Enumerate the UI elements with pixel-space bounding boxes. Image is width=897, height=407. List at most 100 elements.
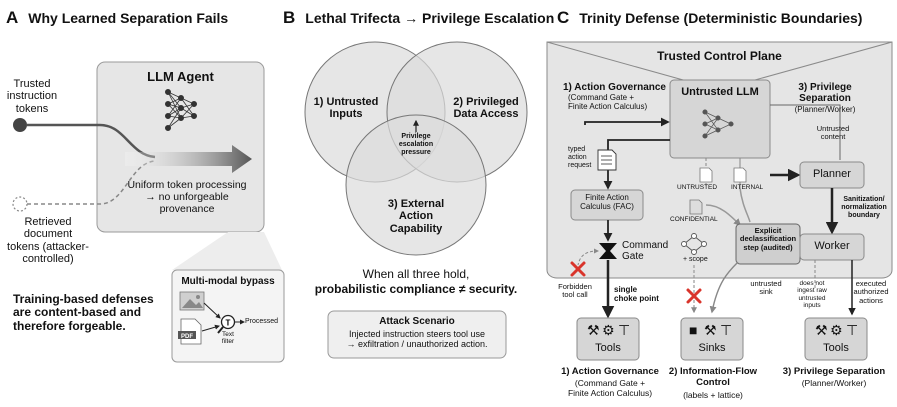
svg-text:⚒: ⚒ [704,322,717,338]
forbidden-x-icon [570,261,586,277]
circle-privileged-data-label: 2) Privileged Data Access [453,96,519,121]
blocked-x-icon [686,288,702,304]
panel-c-title: C Trinity Defense (Deterministic Boundari… [557,8,862,28]
panel-c-title-text: Trinity Defense (Deterministic Boundarie… [579,10,863,26]
panel-a-conclusion: Training-based defenses are content-base… [13,292,154,333]
sinks-label: Sinks [698,342,726,354]
svg-text:⚒: ⚒ [587,322,600,338]
sinks-icons: ■ ⚒ ⊤ [689,322,732,338]
typed-action-request-label: typed action request [568,146,592,169]
retrieved-tokens-label: Retrieved document tokens (attacker- con… [7,216,89,265]
trusted-tokens-label: Trusted instruction tokens [6,78,58,115]
untrusted-doc-icon [699,167,713,183]
statement-line-2: probabilistic compliance ≠ security. [314,282,518,296]
panel-a-letter: A [6,8,19,27]
circle-external-action-label: 3) External Action Capability [387,198,445,235]
bottom-action-governance-sub: (Command Gate + Finite Action Calculus) [567,378,653,398]
panel-b-title-text: Lethal Trifecta → Privilege Escalation [305,10,555,26]
retrieved-flow-line [27,160,156,205]
circle-untrusted-inputs-label: 1) Untrusted Inputs [313,96,379,121]
untrusted-sink-label: untrusted sink [750,279,782,297]
action-governance-top-sub: (Command Gate + Finite Action Calculus) [568,93,648,111]
svg-text:⊤: ⊤ [846,322,858,338]
svg-text:T: T [226,319,231,328]
retrieved-token-dot [12,196,28,212]
llm-agent-label: LLM Agent [147,69,214,84]
uniform-processing-arrow [125,145,252,173]
internal-doc-icon [733,167,747,183]
svg-text:⚙: ⚙ [602,322,615,338]
svg-text:⚙: ⚙ [830,322,843,338]
worker-box [799,233,865,261]
panel-a-title-text: Why Learned Separation Fails [28,10,229,26]
panel-c-letter: C [557,8,570,27]
svg-text:⊤: ⊤ [618,322,630,338]
svg-text:⚒: ⚒ [815,322,828,338]
worker-label: Worker [814,240,850,252]
svg-text:■: ■ [689,322,697,338]
trusted-token-dot [13,118,27,132]
planner-label: Planner [813,168,851,180]
privilege-separation-top-sub: (Planner/Worker) [794,105,856,114]
multimodal-bypass-title: Multi-modal bypass [181,276,275,287]
llm-to-fac-line [603,139,670,190]
internal-to-declass-line [739,187,751,223]
labels-to-declass-line [705,204,742,227]
zoom-wedge [172,232,282,270]
tools-left-label: Tools [595,342,621,354]
confidential-tag: CONFIDENTIAL [670,216,718,223]
sinks-box [680,317,744,361]
bypass-arrow-bottom [201,324,220,332]
action-governance-top-label: 1) Action Governance [563,82,666,93]
fac-box [570,189,644,221]
declassification-label: Explicit declassification step (audited) [739,226,797,252]
attack-scenario-text: Injected instruction steers tool use → e… [346,329,488,350]
tools-right-label: Tools [823,342,849,354]
text-filter-magnifier-icon: T [217,314,236,334]
bypass-arrow-top [203,302,221,319]
single-choke-point-label: single choke point [614,285,659,303]
sanitization-label: Sanitization/ normalization boundary [841,196,887,219]
tools-right-box [804,317,868,361]
internal-tag: INTERNAL [731,184,764,191]
privilege-escalation-label: Privilege escalation pressure [398,133,434,156]
attack-scenario-title: Attack Scenario [379,316,455,327]
llm-agent-box [96,61,265,233]
command-gate-icon [599,243,617,259]
command-gate-label: Command Gate [622,240,669,263]
panel-b-letter: B [283,8,296,27]
text-filter-label: Text filter [221,331,235,346]
svg-text:PDF: PDF [181,334,193,340]
bottom-information-flow-label: 2) Information-Flow Control [668,366,758,388]
untrusted-content-line [770,104,841,160]
no-ingest-label: does not ingest raw untrusted inputs [797,280,827,309]
untrusted-tag: UNTRUSTED [677,184,718,191]
control-plane-title: Trusted Control Plane [657,49,782,63]
untrusted-content-label: Untrusted content [816,124,850,142]
attack-scenario-box [327,310,507,359]
tools-left-icons: ⚒ ⚙ ⊤ [587,322,630,338]
fac-label: Finite Action Calculus (FAC) [580,193,634,211]
pdf-icon: PDF [178,318,202,345]
action-request-document-icon [597,149,617,171]
executed-actions-label: executed authorized actions [853,279,889,305]
processed-label: Processed [245,318,279,325]
venn-circle-external-action [345,114,487,256]
lattice-icon [681,233,707,255]
forbidden-call-path [577,248,599,266]
bottom-information-flow-sub: (labels + lattice) [683,390,743,400]
privilege-separation-top-label: 3) Privilege Separation [798,82,852,105]
tools-right-icons: ⚒ ⚙ ⊤ [815,322,858,338]
statement-line-1: When all three hold, [362,267,470,281]
bottom-privilege-separation-label: 3) Privilege Separation [782,366,886,377]
image-icon [179,291,205,311]
untrusted-llm-label: Untrusted LLM [681,86,759,98]
neural-network-icon [164,89,197,132]
confidential-doc-icon [689,199,703,215]
declass-to-sinks-line [709,261,739,314]
llm-neural-network-icon [702,109,734,139]
bottom-action-governance-label: 1) Action Governance [561,366,659,377]
bottom-privilege-separation-sub: (Planner/Worker) [801,378,867,388]
scope-label: + scope [683,256,708,263]
